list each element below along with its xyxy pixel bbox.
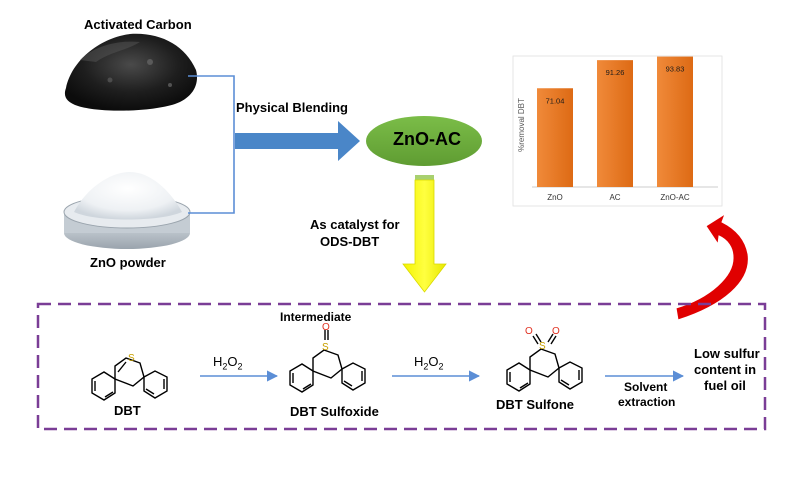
catalyst-arrow [402,175,447,293]
result-label-line2: content in [694,362,757,377]
dbt-sulfur-atom: S [128,353,135,364]
sulfone-oxygen-atom-right: O [552,326,560,337]
category-tick-label: AC [609,193,620,202]
chart-y-axis-label: %removal DBT [517,98,526,152]
catalyst-note-line2: ODS-DBT [320,234,380,249]
zno-ac-label: ZnO-AC [393,129,461,149]
result-label-line1: Low sulfur [694,346,760,361]
reaction-box [36,302,767,431]
sulfone-sulfur-atom: S [539,341,546,352]
activated-carbon-label: Activated Carbon [84,17,192,32]
category-tick-label: ZnO-AC [660,193,690,202]
bar-value-label: 71.04 [546,96,565,105]
dbt-sulfone-molecule [506,333,583,392]
blending-label: Physical Blending [236,100,348,115]
dbt-label: DBT [114,403,141,418]
bar-zno [537,88,573,187]
bar-value-label: 93.83 [666,65,685,74]
dbt-molecule [91,357,168,401]
oxidant-label-1: H2O2 [213,354,243,372]
feedback-arrow [675,212,749,321]
sulfoxide-label: DBT Sulfoxide [290,404,379,419]
blending-arrow [235,121,360,161]
oxidant-2-text: H2O2 [414,354,444,372]
zno-powder-image [63,172,191,249]
activated-carbon-image [64,33,198,111]
zno-powder-label: ZnO powder [90,255,166,270]
sulfoxide-sulfur-atom: S [322,342,329,353]
category-tick-label: ZnO [547,193,563,202]
dbt-sulfoxide-molecule [289,330,366,393]
bar-ac [597,60,633,187]
catalyst-note-line1: As catalyst for [310,217,400,232]
blending-connector-lines [188,75,235,214]
bar-value-label: 91.26 [606,68,625,77]
zno-ac-ellipse [366,116,482,166]
result-label-line3: fuel oil [704,378,746,393]
intermediate-label: Intermediate [280,310,352,324]
sulfone-oxygen-atom-left: O [525,326,533,337]
oxidant-1-text: H2O2 [213,354,243,372]
bar-zno-ac [657,56,693,188]
sulfone-label: DBT Sulfone [496,397,574,412]
extraction-label-line2: extraction [618,395,676,409]
extraction-label-line1: Solvent [624,380,668,394]
oxidant-label-2: H2O2 [414,354,444,372]
sulfoxide-oxygen-atom: O [322,322,330,333]
